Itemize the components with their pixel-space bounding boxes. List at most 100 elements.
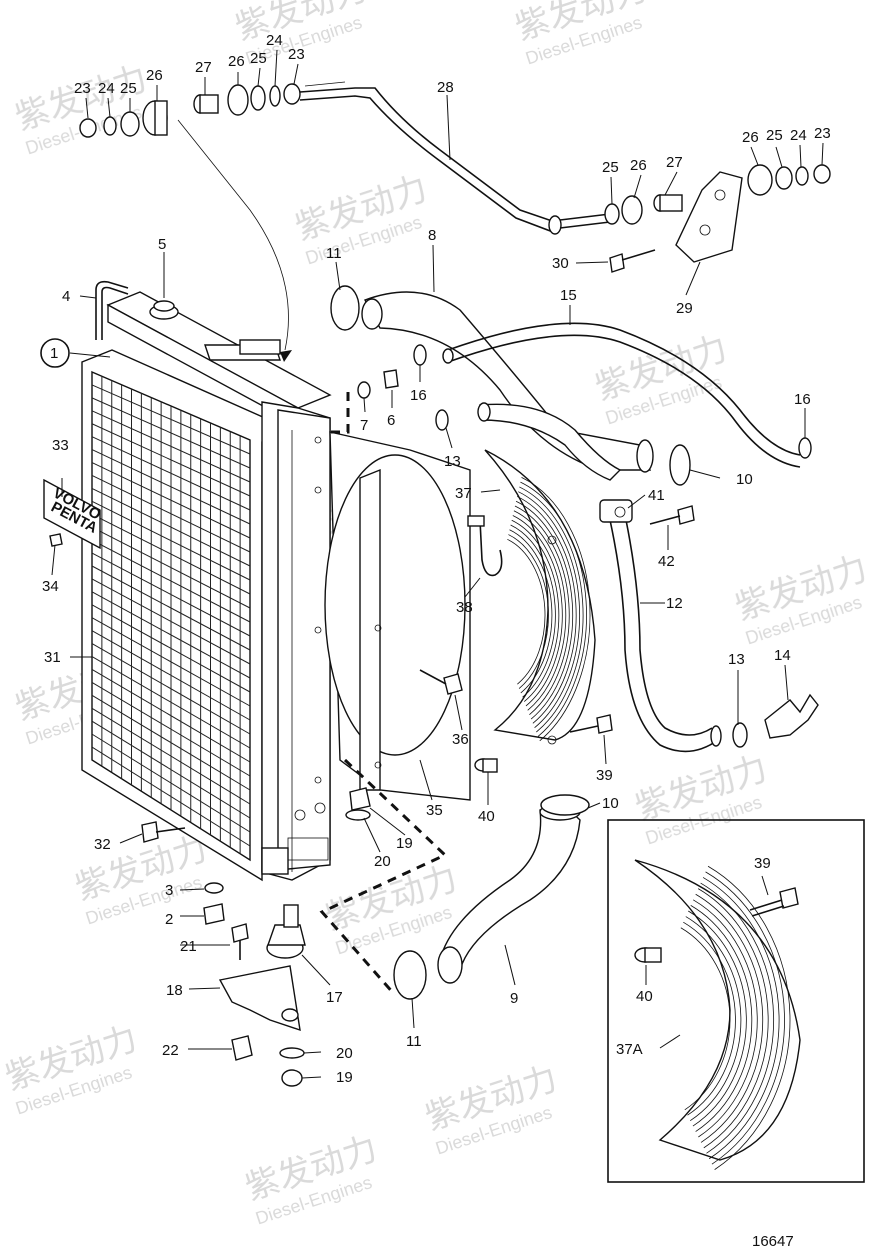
grid-line bbox=[91, 449, 251, 525]
label-28: 28 bbox=[437, 79, 454, 96]
label-21: 21 bbox=[180, 938, 197, 955]
grid-line bbox=[91, 475, 251, 553]
label-23-right: 23 bbox=[814, 125, 831, 142]
label-37: 37 bbox=[455, 485, 472, 502]
guard-wire bbox=[508, 534, 549, 689]
guard-wire bbox=[707, 865, 791, 1170]
grid-line bbox=[91, 694, 251, 791]
label-11-lower: 11 bbox=[406, 1033, 422, 1050]
hoses bbox=[361, 291, 801, 984]
label-13-upper: 13 bbox=[444, 453, 461, 470]
grid-line bbox=[91, 630, 251, 721]
label-25-right-b: 25 bbox=[766, 127, 783, 144]
guard-wire bbox=[511, 519, 560, 702]
guard-wire bbox=[705, 871, 785, 1165]
guard-wire bbox=[695, 893, 764, 1143]
label-14: 14 bbox=[774, 647, 791, 664]
label-13-lower: 13 bbox=[728, 651, 745, 668]
guard-wire bbox=[521, 477, 591, 742]
label-33: 33 bbox=[52, 437, 69, 454]
grid-line bbox=[91, 410, 251, 483]
label-8: 8 bbox=[428, 227, 436, 244]
label-36: 36 bbox=[452, 731, 469, 748]
guard-wire bbox=[513, 510, 567, 711]
label-23-mid: 23 bbox=[288, 46, 305, 63]
grid-line bbox=[91, 462, 251, 539]
label-3: 3 bbox=[165, 882, 173, 899]
label-34: 34 bbox=[42, 578, 59, 595]
grid-line bbox=[91, 552, 251, 637]
mount-stack-right bbox=[604, 164, 831, 273]
guard-wire bbox=[507, 538, 546, 685]
guard-wire bbox=[518, 491, 580, 729]
label-25-left: 25 bbox=[120, 80, 137, 97]
label-19-lower: 19 bbox=[336, 1069, 353, 1086]
label-26-right-a: 26 bbox=[630, 157, 647, 174]
grid-line bbox=[91, 384, 251, 455]
stay-rod bbox=[299, 81, 611, 235]
label-30: 30 bbox=[552, 255, 569, 272]
label-42: 42 bbox=[658, 553, 675, 570]
label-41: 41 bbox=[648, 487, 665, 504]
guard-wire bbox=[702, 877, 780, 1160]
label-11-upper: 11 bbox=[326, 245, 342, 262]
bolt-36 bbox=[419, 669, 463, 695]
label-5: 5 bbox=[158, 236, 166, 253]
label-7: 7 bbox=[360, 417, 368, 434]
guard-wire bbox=[512, 515, 563, 707]
label-20-upper: 20 bbox=[374, 853, 391, 870]
guard-wire bbox=[697, 888, 769, 1149]
guard-wire bbox=[690, 905, 753, 1132]
label-10-lower: 10 bbox=[602, 795, 619, 812]
grid-line bbox=[91, 720, 251, 819]
label-24-mid: 24 bbox=[266, 32, 283, 49]
guard-wire bbox=[683, 921, 736, 1116]
guard-wire bbox=[519, 486, 584, 733]
label-38: 38 bbox=[456, 599, 473, 616]
dashed-assembly-lines bbox=[319, 392, 448, 996]
radiator-grid bbox=[91, 376, 251, 854]
label-40-inset: 40 bbox=[636, 988, 653, 1005]
elbow-fitting bbox=[764, 693, 819, 739]
part-labels: 1 2 3 4 5 6 7 8 9 10 10 11 11 12 13 13 1… bbox=[42, 32, 831, 1086]
bottom-mounts bbox=[49, 369, 399, 1087]
grid-line bbox=[91, 643, 251, 735]
fan-shroud bbox=[324, 431, 471, 801]
grid-line bbox=[91, 487, 251, 567]
callout-circle-1 bbox=[40, 338, 70, 368]
drawing-number: 16647 bbox=[752, 1233, 794, 1250]
grid-line bbox=[91, 539, 251, 623]
label-32: 32 bbox=[94, 836, 111, 853]
grid-line bbox=[91, 656, 251, 749]
pipe-clip bbox=[599, 499, 695, 525]
guard-wire bbox=[692, 899, 758, 1138]
label-25-mid: 25 bbox=[250, 50, 267, 67]
label-24-right: 24 bbox=[790, 127, 807, 144]
guard-wire bbox=[514, 505, 570, 715]
grid-line bbox=[91, 436, 251, 511]
grid-line bbox=[91, 669, 251, 763]
bracket-38 bbox=[467, 515, 503, 577]
label-12: 12 bbox=[666, 595, 683, 612]
grid-line bbox=[91, 681, 251, 777]
guard-wire bbox=[700, 882, 774, 1154]
hose-clamps bbox=[330, 285, 812, 1000]
label-4: 4 bbox=[62, 288, 70, 305]
label-17: 17 bbox=[326, 989, 343, 1006]
label-24-left: 24 bbox=[98, 80, 115, 97]
grid-line bbox=[91, 423, 251, 497]
grid-line bbox=[91, 591, 251, 679]
label-23-left: 23 bbox=[74, 80, 91, 97]
guard-wire bbox=[510, 524, 556, 698]
grid-line bbox=[91, 500, 251, 581]
guard-wire bbox=[516, 496, 577, 724]
guard-wire bbox=[680, 927, 731, 1111]
label-15: 15 bbox=[560, 287, 577, 304]
label-40: 40 bbox=[478, 808, 495, 825]
label-18: 18 bbox=[166, 982, 183, 999]
grid-line bbox=[91, 565, 251, 651]
label-26-left: 26 bbox=[146, 67, 163, 84]
label-39-inset: 39 bbox=[754, 855, 771, 872]
label-19-upper: 19 bbox=[396, 835, 413, 852]
